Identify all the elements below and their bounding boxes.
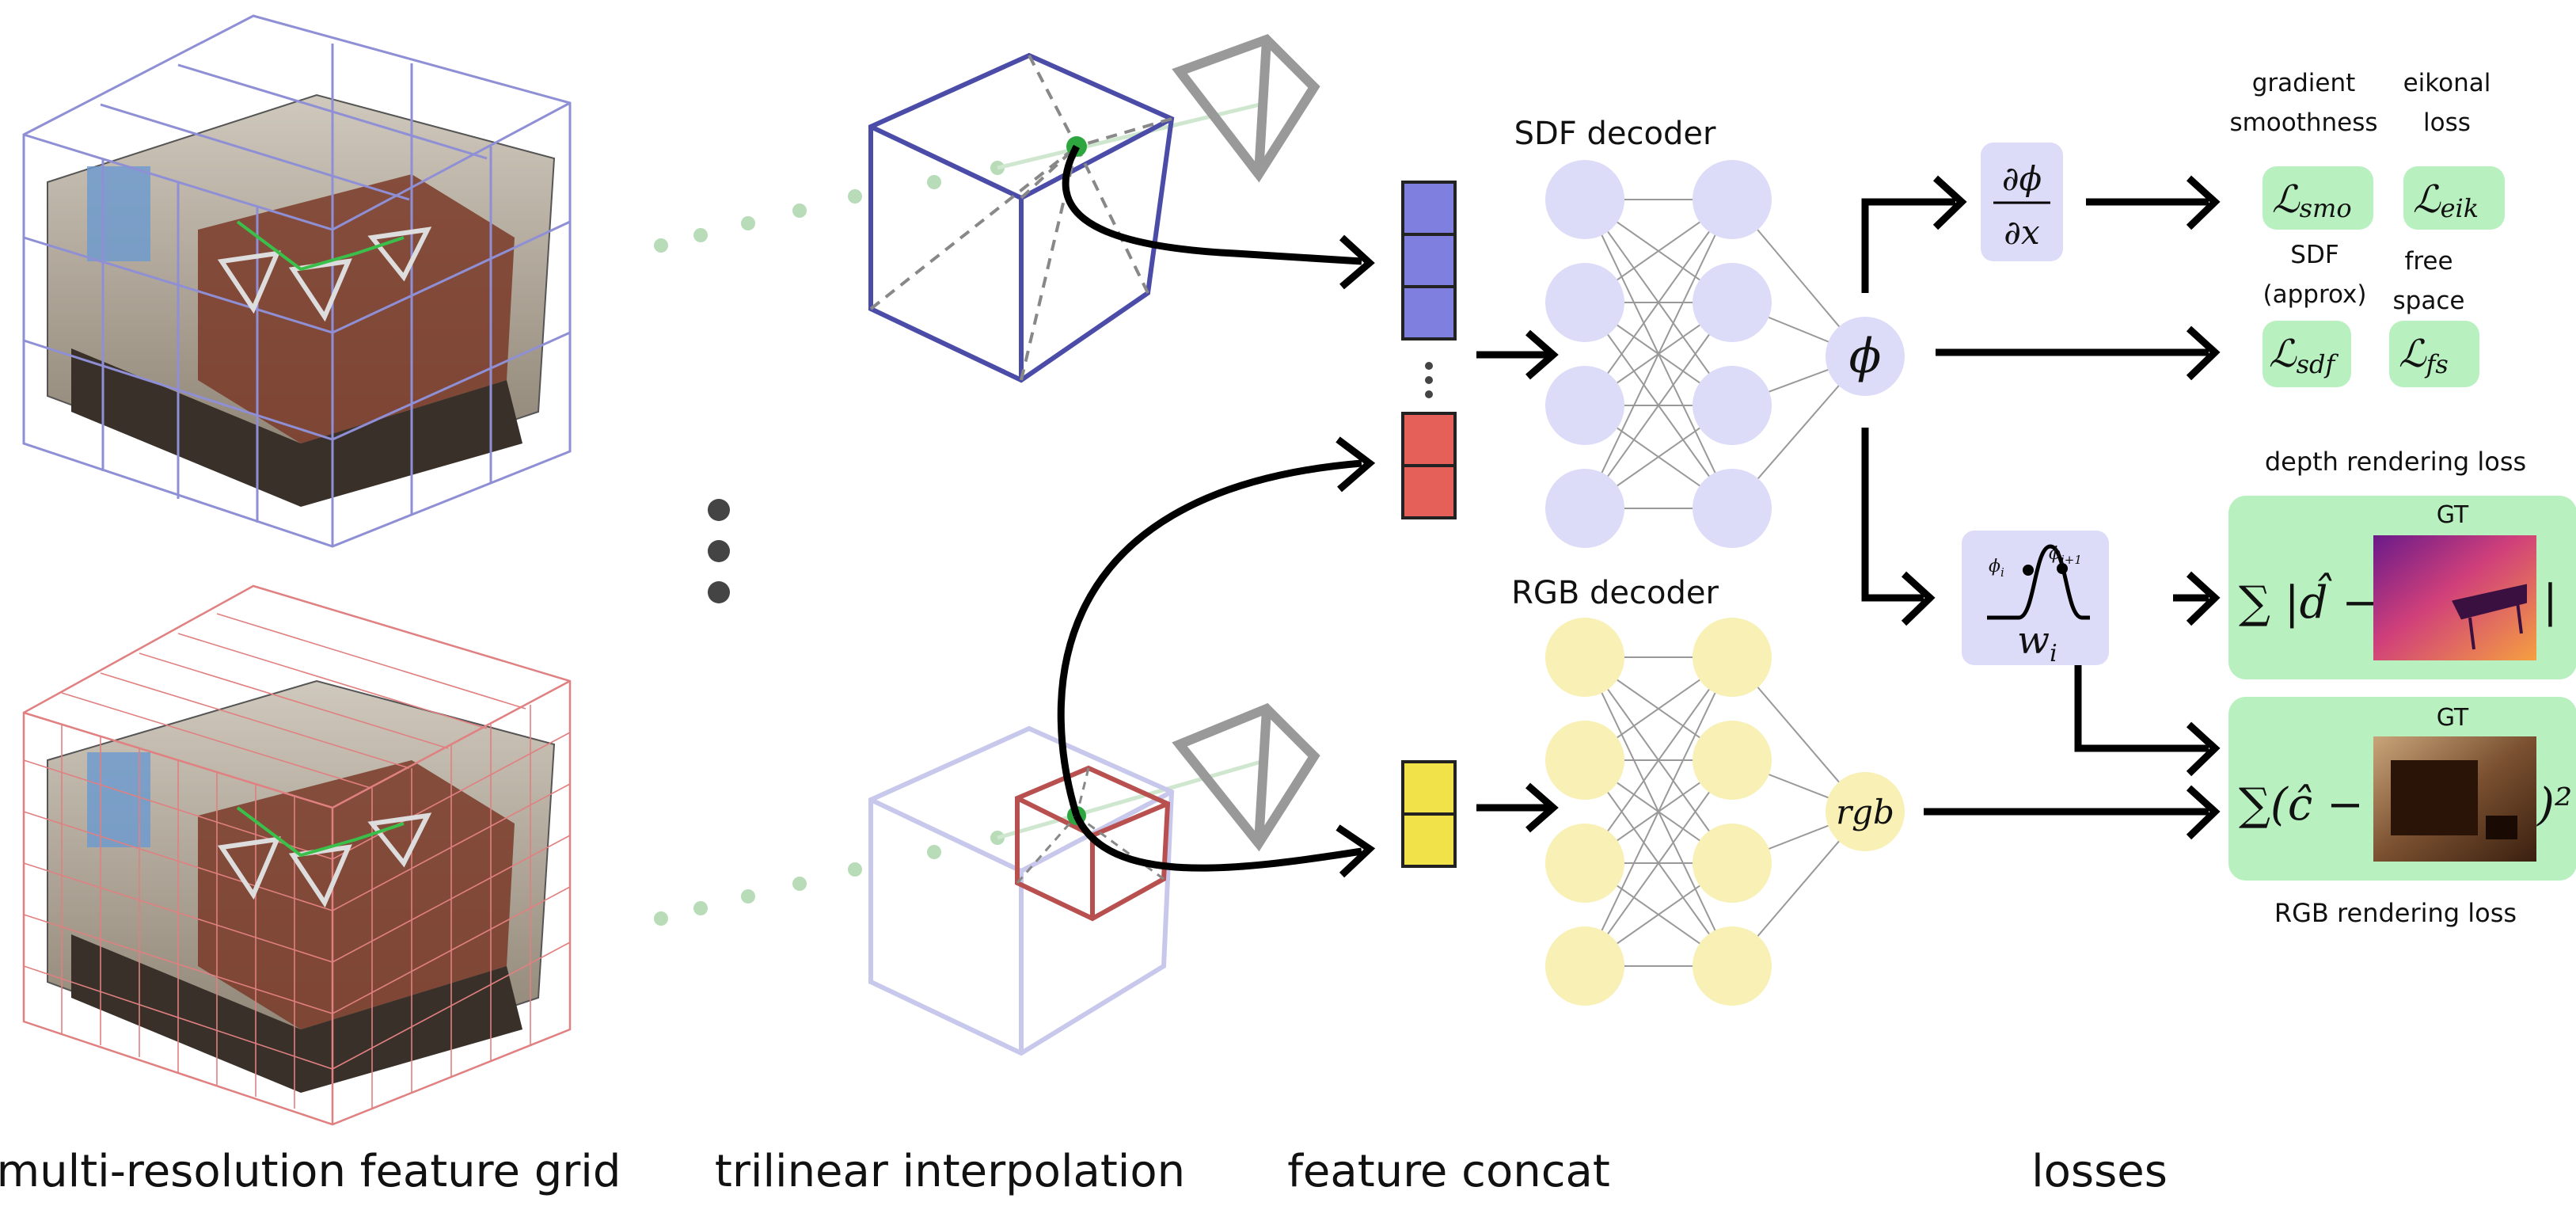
svg-text:(approx): (approx) xyxy=(2263,280,2367,309)
weight-label: wi xyxy=(2017,618,2057,668)
depth-loss-end: | xyxy=(2543,576,2558,627)
rgb-symbol: rgb xyxy=(1836,793,1894,831)
rgb-gt-label: GT xyxy=(2437,704,2469,732)
depth-loss-expr: ∑ |d̂ − xyxy=(2239,572,2379,629)
svg-text:ℒsdf: ℒsdf xyxy=(2269,332,2339,379)
phi-i1-label: ϕi+1 xyxy=(2049,544,2082,567)
feature-vector-rgb xyxy=(1401,760,1457,868)
svg-text:ℒeik: ℒeik xyxy=(2413,177,2479,223)
svg-text:eikonal: eikonal xyxy=(2403,69,2491,97)
output-arrows xyxy=(1861,175,2221,840)
weight-curve xyxy=(1987,544,2090,620)
svg-text:loss: loss xyxy=(2423,108,2471,137)
feature-ellipsis xyxy=(1425,362,1433,398)
ray-samples-top xyxy=(654,101,1267,253)
sdf-decoder-net xyxy=(1545,160,1865,548)
ray-samples-bottom xyxy=(654,758,1267,926)
svg-text:gradient: gradient xyxy=(2252,69,2356,97)
coarse-grid-scene xyxy=(22,14,572,548)
depth-gt-label: GT xyxy=(2437,501,2469,529)
gradient-denominator: ∂x xyxy=(2004,213,2040,252)
svg-text:SDF: SDF xyxy=(2290,241,2339,269)
caption-grid: multi-resolution feature grid xyxy=(0,1146,621,1197)
rgb-node xyxy=(1826,772,1905,851)
loss-label-sdf: SDF (approx) xyxy=(2263,241,2367,309)
rgb-loss-expr: ∑(ĉ − xyxy=(2239,779,2364,831)
depth-loss-title: depth rendering loss xyxy=(2265,447,2526,477)
loss-label-eikonal: eikonal loss xyxy=(2403,69,2491,137)
coarse-cube xyxy=(868,52,1175,383)
caption-concat: feature concat xyxy=(1287,1146,1610,1197)
gradient-numerator: ∂ϕ xyxy=(2002,159,2042,198)
loss-eik-box: ℒeik xyxy=(2403,166,2505,230)
loss-fs-box: ℒfs xyxy=(2389,321,2479,387)
sdf-decoder-label: SDF decoder xyxy=(1514,116,1716,152)
caption-interp: trilinear interpolation xyxy=(715,1146,1185,1197)
svg-text:free: free xyxy=(2404,247,2453,276)
concat-arrows xyxy=(1476,329,1559,833)
room-mesh-top xyxy=(47,93,556,507)
rgb-loss-end: )² xyxy=(2536,779,2572,831)
camera-trajectory-top xyxy=(217,220,432,322)
feature-vector-coarse xyxy=(1401,181,1457,340)
fine-grid-lines xyxy=(22,584,572,1126)
camera-icon-bottom xyxy=(1172,702,1320,852)
rgb-decoder-label: RGB decoder xyxy=(1511,575,1719,611)
caption-losses: losses xyxy=(2031,1146,2168,1197)
rgb-loss-title: RGB rendering loss xyxy=(2274,898,2517,928)
phi-i-label: ϕi xyxy=(1989,557,2004,580)
phi-symbol: ϕ xyxy=(1849,329,1882,384)
loss-label-smoothness: gradient smoothness xyxy=(2229,69,2377,137)
svg-text:ℒsmo: ℒsmo xyxy=(2272,177,2352,223)
camera-trajectory-bottom xyxy=(217,806,432,908)
feature-vector-fine xyxy=(1401,412,1457,519)
gradient-op-box: ∂ϕ ∂x xyxy=(1981,143,2063,261)
svg-text:ℒfs: ℒfs xyxy=(2399,332,2449,379)
fine-grid-scene xyxy=(22,584,572,1126)
loss-sdf-box: ℒsdf xyxy=(2263,321,2351,387)
weight-op-box: ϕi ϕi+1 wi xyxy=(1962,531,2109,668)
camera-icon-top xyxy=(1172,34,1320,183)
more-levels-dots xyxy=(708,499,730,603)
room-mesh-bottom xyxy=(47,679,556,1093)
interp-arrows xyxy=(1057,144,1376,878)
fine-cube-cell xyxy=(1015,765,1171,922)
depth-loss-box: GT ∑ |d̂ − | xyxy=(2228,496,2576,679)
loss-smo-box: ℒsmo xyxy=(2263,166,2373,230)
loss-label-free-space: free space xyxy=(2393,247,2465,315)
svg-text:space: space xyxy=(2393,287,2465,315)
rgb-decoder-net xyxy=(1545,618,1865,1006)
svg-text:smoothness: smoothness xyxy=(2229,108,2377,137)
fine-cube-outer xyxy=(868,725,1175,1056)
coarse-grid-lines xyxy=(22,14,572,548)
phi-node xyxy=(1826,317,1905,396)
rgb-loss-box: GT ∑(ĉ − )² xyxy=(2228,697,2576,881)
